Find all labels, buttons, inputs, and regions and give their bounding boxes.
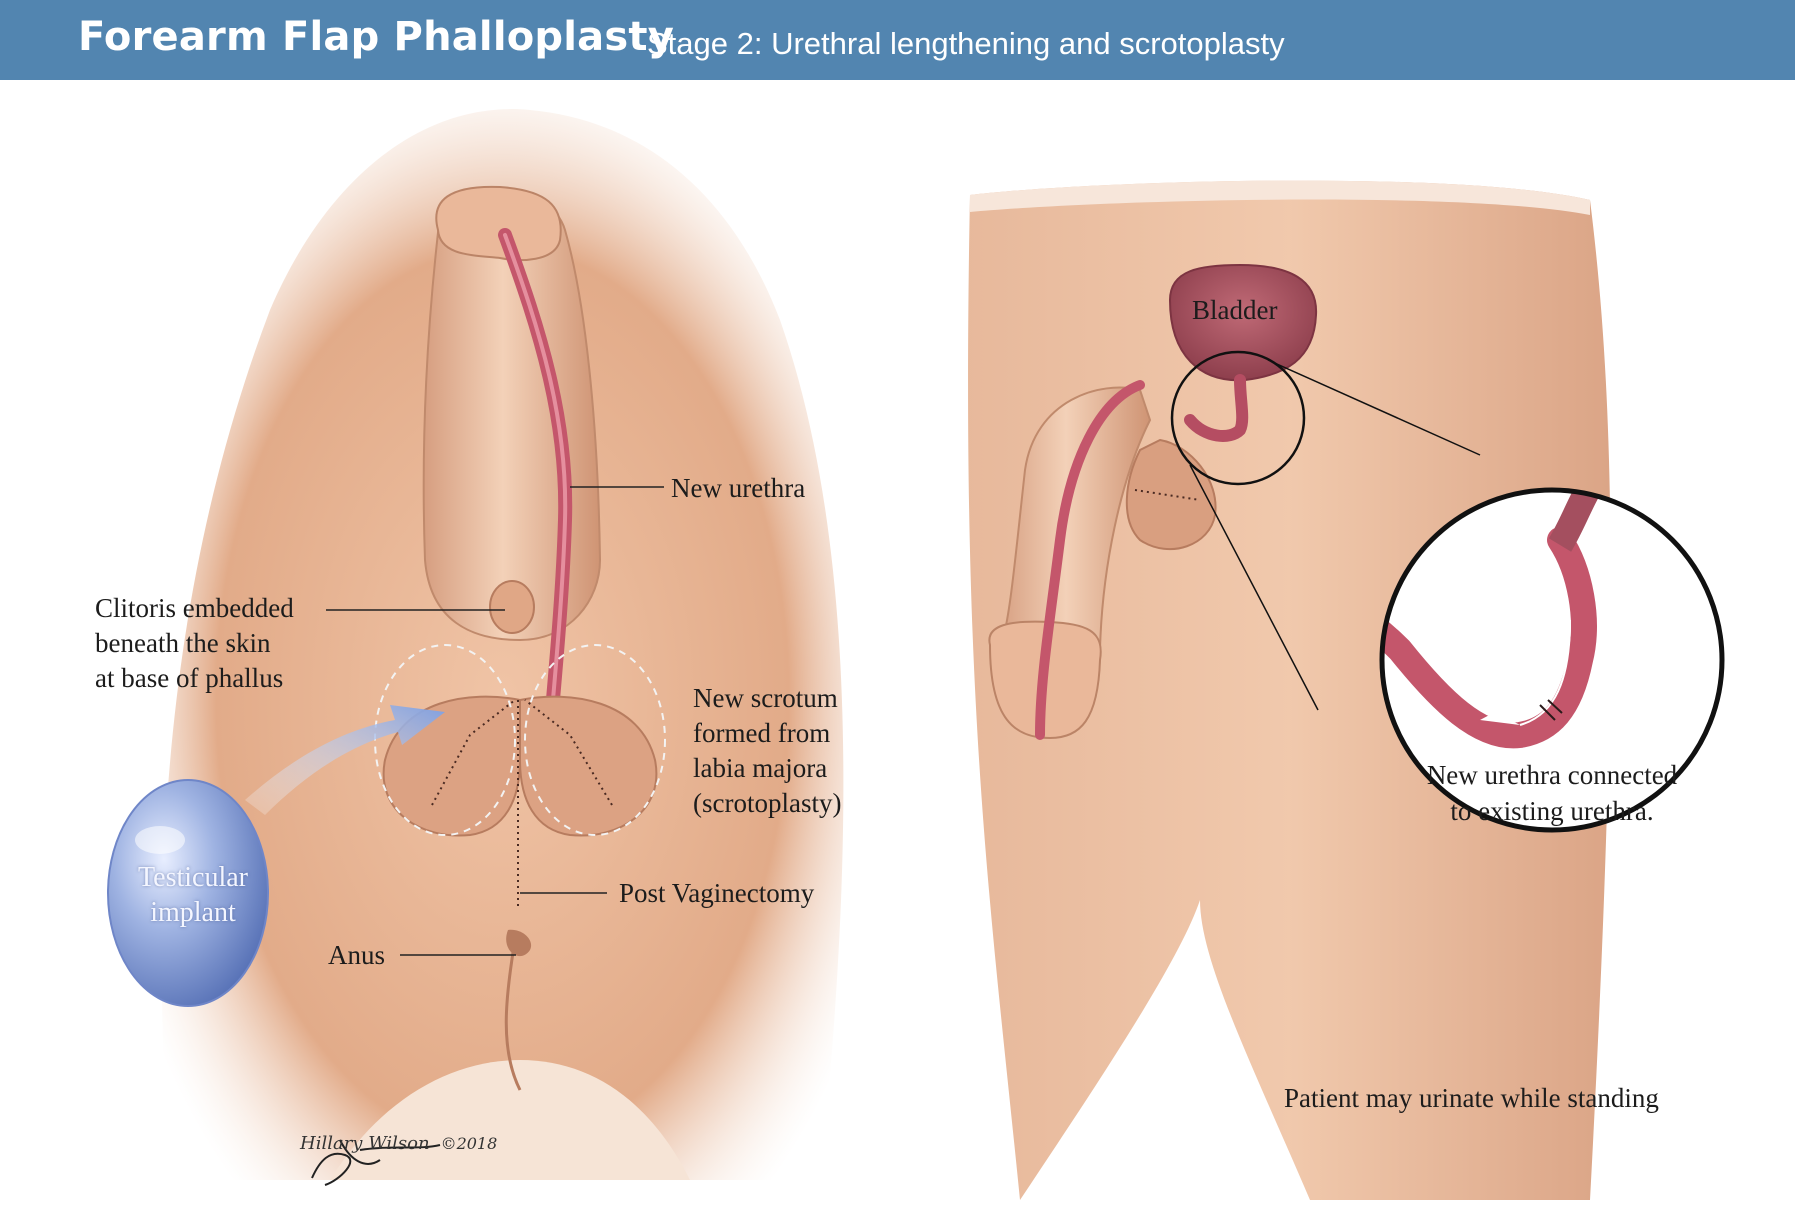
clitoris [489, 580, 535, 634]
label-scrotum-line4: (scrotoplasty) [693, 788, 842, 818]
signature-name: Hillary Wilson [300, 1133, 430, 1154]
implant-outline-left [374, 644, 516, 836]
bladder [1168, 263, 1318, 382]
header-bar: Forearm Flap Phalloplasty Stage 2: Ureth… [0, 0, 1795, 80]
right-existing-urethra [1184, 374, 1249, 442]
signature-year: ©2018 [440, 1134, 498, 1153]
label-clitoris-line3: at base of phallus [95, 663, 284, 693]
label-scrotum-line2: formed from [693, 718, 831, 748]
label-post-vaginectomy: Post Vaginectomy [619, 878, 815, 908]
label-anus: Anus [328, 940, 386, 970]
left-buttock-crease [504, 939, 522, 1091]
label-clitoris-line2: beneath the skin [95, 628, 271, 658]
page-title: Forearm Flap Phalloplasty [78, 14, 674, 60]
detail-callout-circle [1170, 350, 1306, 486]
anus [506, 929, 532, 957]
label-scrotum-line3: labia majora [693, 753, 828, 783]
page-subtitle: Stage 2: Urethral lengthening and scroto… [647, 26, 1285, 61]
phallus-shaft [422, 189, 602, 642]
left-body-shadow [330, 1060, 690, 1180]
left-body-silhouette [161, 109, 844, 1180]
signature-text: Hillary Wilson ©2018 [300, 1130, 497, 1155]
phallus-glans [435, 185, 562, 261]
label-clitoris-line1: Clitoris embedded [95, 593, 294, 623]
inset-circle-border [1379, 487, 1725, 833]
label-new-urethra: New urethra [671, 473, 806, 503]
label-standing: Patient may urinate while standing [1284, 1083, 1659, 1113]
label-inset-line1: New urethra connected [1426, 760, 1678, 790]
implant-outline-right [524, 644, 666, 836]
scrotum-right-lobe [519, 695, 658, 837]
label-bladder: Bladder [1192, 295, 1278, 325]
artist-signature [311, 1139, 441, 1186]
right-new-urethra [1035, 380, 1145, 740]
implant-arrow [245, 705, 445, 815]
label-testicular-line1: Testicular [138, 862, 248, 893]
suture-left [431, 699, 516, 806]
label-scrotum-line1: New scrotum [693, 683, 838, 713]
inset-circle-bg [1382, 490, 1722, 830]
label-testicular-line2: implant [150, 897, 236, 928]
label-inset-line2: to existing urethra. [1450, 796, 1654, 826]
